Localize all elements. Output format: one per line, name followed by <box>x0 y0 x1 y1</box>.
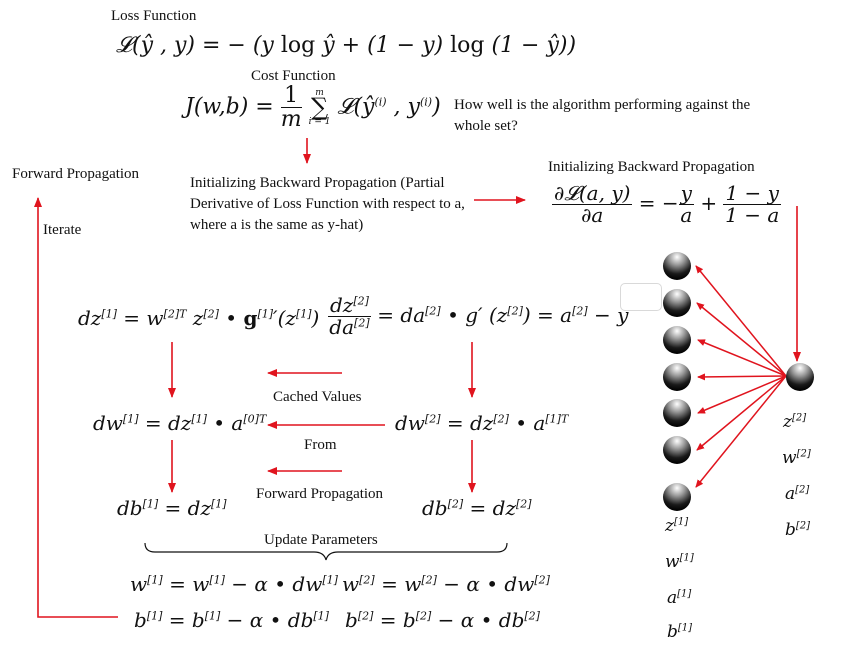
update-parameters-label: Update Parameters <box>264 532 378 548</box>
output-b-label: b[2] <box>785 520 811 540</box>
loss-equation: 𝓛(ŷ , y) = − (y log ŷ + (1 − y) log (1 −… <box>116 33 577 58</box>
update-b1-equation: b[1] = b[1] − α • db[1] <box>134 608 329 632</box>
db2-equation: db[2] = dz[2] <box>422 496 532 520</box>
output-z-label: z[2] <box>783 412 807 432</box>
hidden-z-label: z[1] <box>665 516 689 536</box>
hidden-b-label: b[1] <box>667 622 693 642</box>
forward-propagation-label: Forward Propagation <box>12 166 140 182</box>
dz2-equation: dz[2]da[2] = da[2] • g′ (z[2]) = a[2] − … <box>328 293 629 339</box>
empty-box <box>620 283 662 311</box>
cached-values-label: Cached Values <box>273 389 362 405</box>
cost-question: How well is the algorithm performing aga… <box>454 97 751 134</box>
cost-function-label: Cost Function <box>251 68 336 84</box>
hidden-layer-nodes <box>663 252 691 511</box>
update-b2-equation: b[2] = b[2] − α • db[2] <box>345 608 540 632</box>
output-a-label: a[2] <box>785 484 810 504</box>
hidden-node <box>663 436 691 464</box>
hidden-node <box>663 363 691 391</box>
update-w2-equation: w[2] = w[2] − α • dw[2] <box>342 572 550 596</box>
loss-function-label: Loss Function <box>111 8 197 24</box>
db1-equation: db[1] = dz[1] <box>117 496 227 520</box>
dz1-equation: dz[1] = w[2]T z[2] • g[1]′(z[1]) <box>78 306 320 330</box>
network-edges <box>695 265 787 488</box>
hidden-node <box>663 483 691 511</box>
hidden-node <box>663 326 691 354</box>
hidden-w-label: w[1] <box>665 552 694 572</box>
hidden-node <box>663 289 691 317</box>
output-node <box>786 363 814 391</box>
from-label: From <box>304 437 337 453</box>
arrow-iterate-loop <box>34 197 118 618</box>
forward-propagation-bottom-label: Forward Propagation <box>256 486 384 502</box>
hidden-a-label: a[1] <box>667 588 692 608</box>
update-parameters-brace <box>144 542 508 561</box>
dw2-equation: dw[2] = dz[2] • a[1]T <box>395 411 569 435</box>
init-backprop-title: Initializing Backward Propagation <box>548 159 755 175</box>
dw1-equation: dw[1] = dz[1] • a[0]T <box>93 411 267 435</box>
hidden-node <box>663 399 691 427</box>
output-w-label: w[2] <box>782 448 811 468</box>
update-w1-equation: w[1] = w[1] − α • dw[1] <box>130 572 338 596</box>
hidden-node <box>663 252 691 280</box>
init-backprop-description: Initializing Backward Propagation (Parti… <box>190 175 465 233</box>
iterate-label: Iterate <box>43 222 82 238</box>
